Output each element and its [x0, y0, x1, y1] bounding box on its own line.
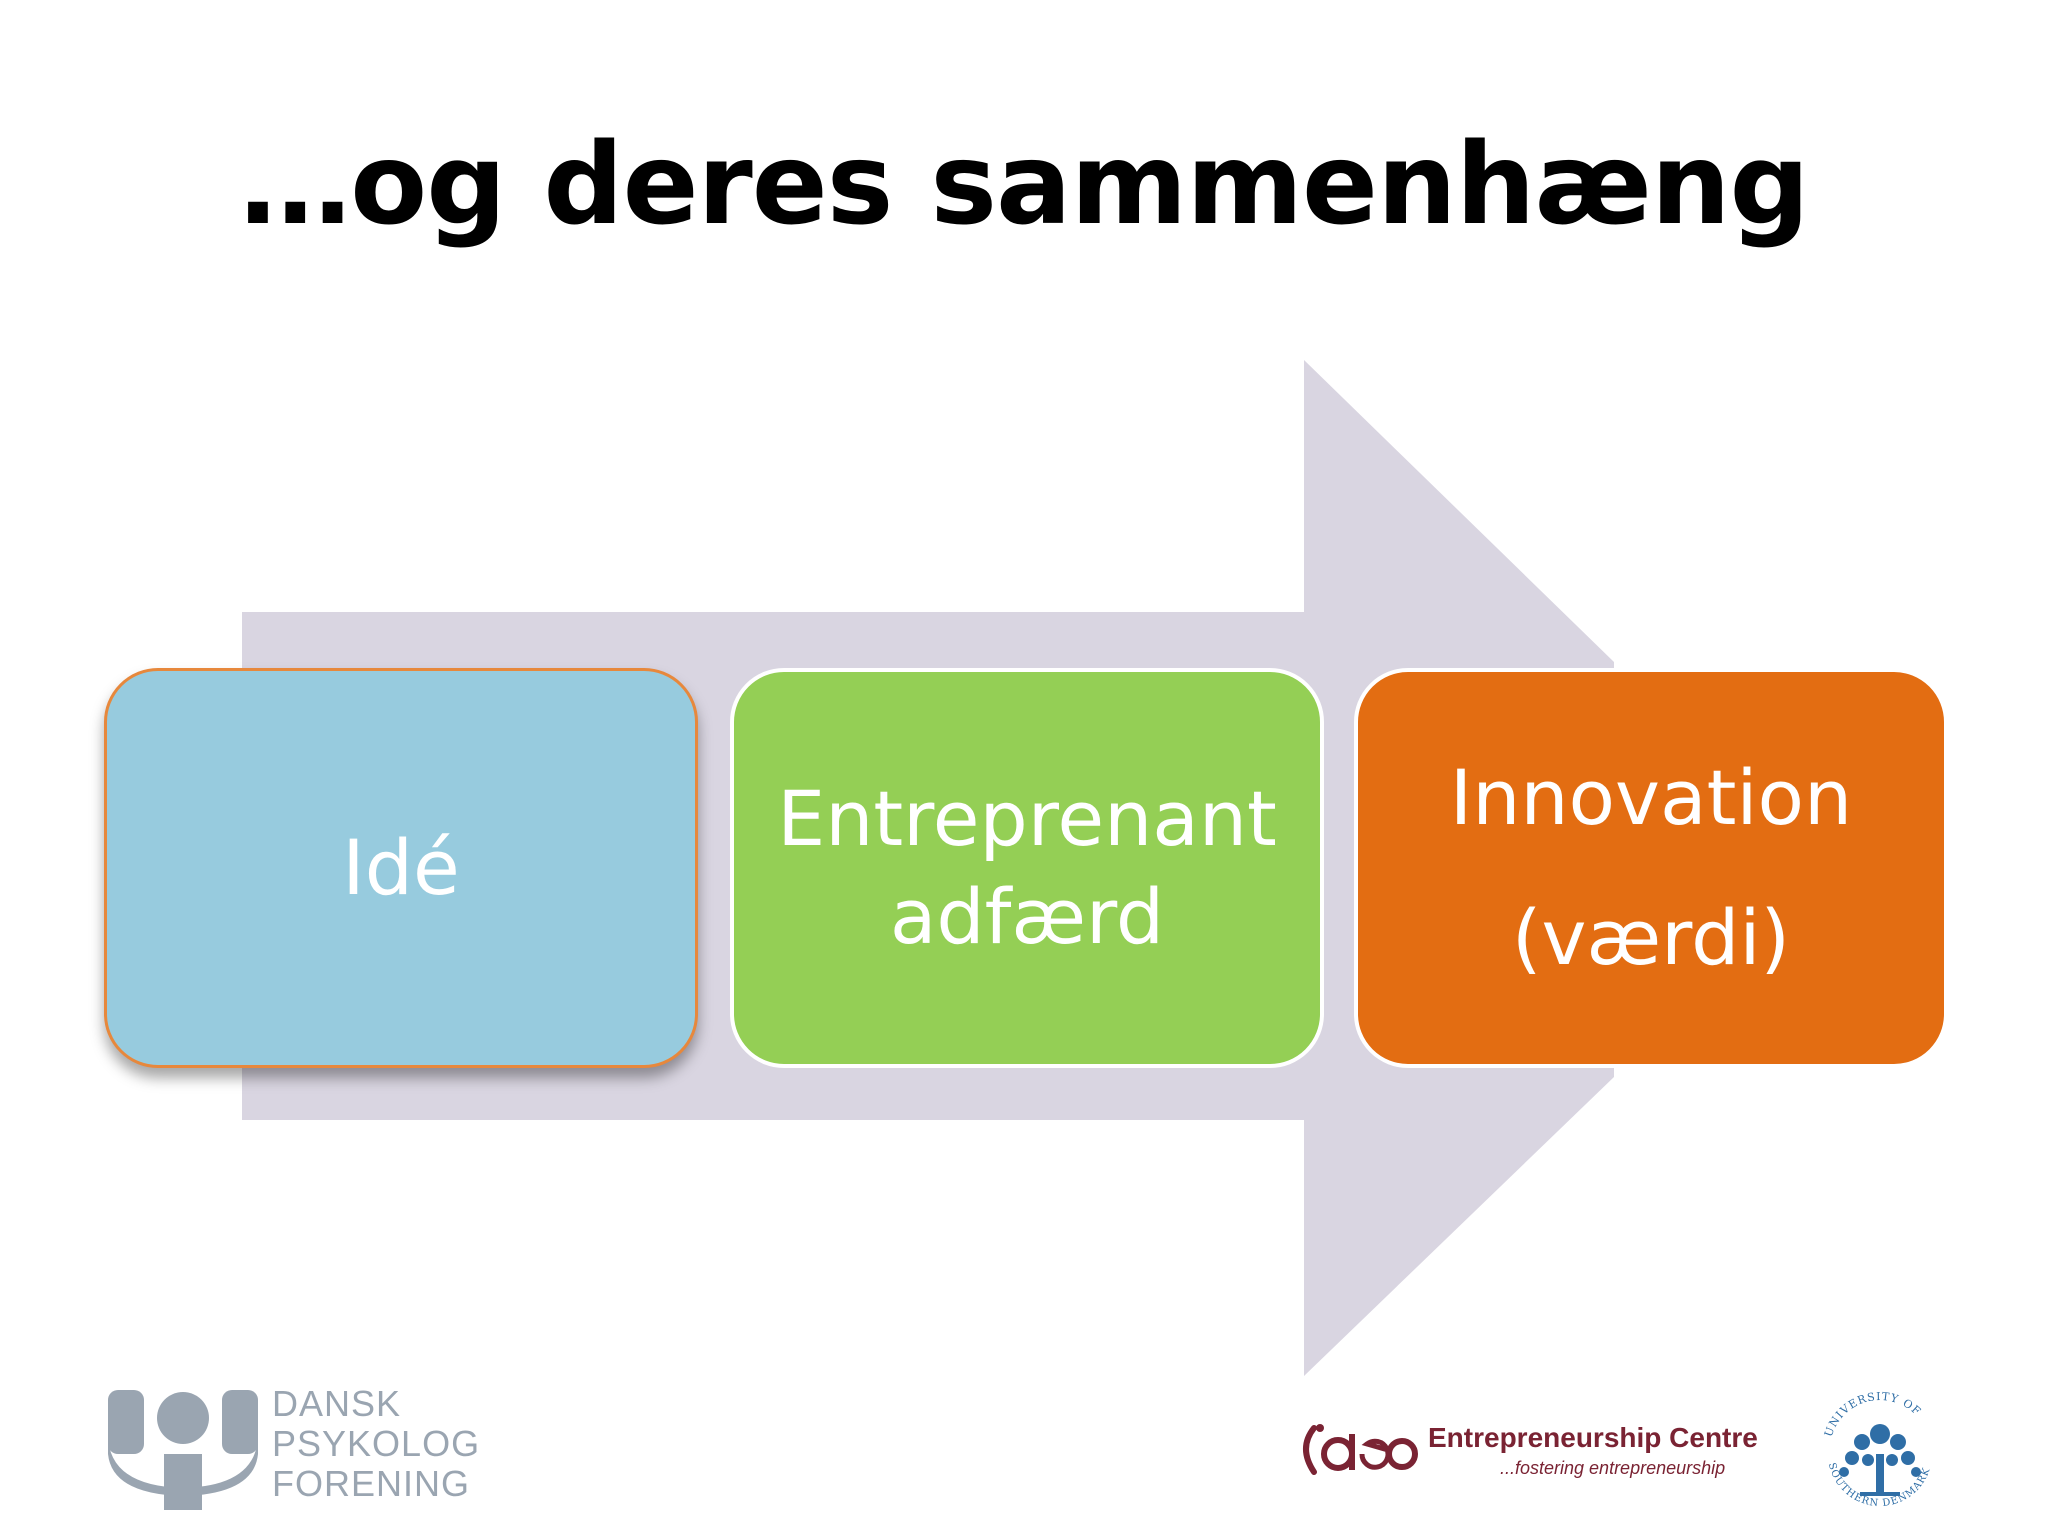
step-entreprenant-label-line-1: Entreprenant: [777, 774, 1277, 863]
sdu-tree-seal-icon: UNIVERSITY OF SOUTHERN DENMARK: [1822, 1390, 1932, 1509]
step-innovation-label-line-2: (værdi): [1511, 893, 1791, 982]
step-ide-label: Idé: [342, 823, 460, 912]
dansk-psykolog-forening-logo: DANSK PSYKOLOG FORENING: [104, 1384, 524, 1510]
idea-entrepreneurship-centre-logo: Entrepreneurship Centre ...fostering ent…: [1296, 1408, 1758, 1488]
dansk-psykolog-forening-text: DANSK PSYKOLOG FORENING: [272, 1384, 480, 1504]
step-entreprenant-label-line-2: adfærd: [889, 872, 1165, 961]
idea-centre-name: Entrepreneurship Centre: [1428, 1422, 1758, 1453]
step-box-entreprenant-adfaerd: Entreprenant adfærd: [730, 668, 1324, 1068]
idea-wordmark-icon: [1303, 1424, 1418, 1475]
step-innovation-label-line-1: Innovation: [1449, 753, 1853, 842]
step-box-innovation: Innovation (værdi): [1354, 668, 1948, 1068]
dp-line-1: DANSK: [272, 1383, 402, 1424]
dp-line-2: PSYKOLOG: [272, 1423, 481, 1464]
dp-line-3: FORENING: [272, 1463, 471, 1504]
idea-tagline: ...fostering entrepreneurship: [1500, 1458, 1726, 1478]
step-box-ide: Idé: [104, 668, 698, 1068]
psi-symbol-icon: [108, 1390, 258, 1510]
slide-title: …og deres sammenhæng: [239, 120, 1809, 250]
sdu-seal-logo: UNIVERSITY OF SOUTHERN DENMARK: [1810, 1380, 1950, 1520]
